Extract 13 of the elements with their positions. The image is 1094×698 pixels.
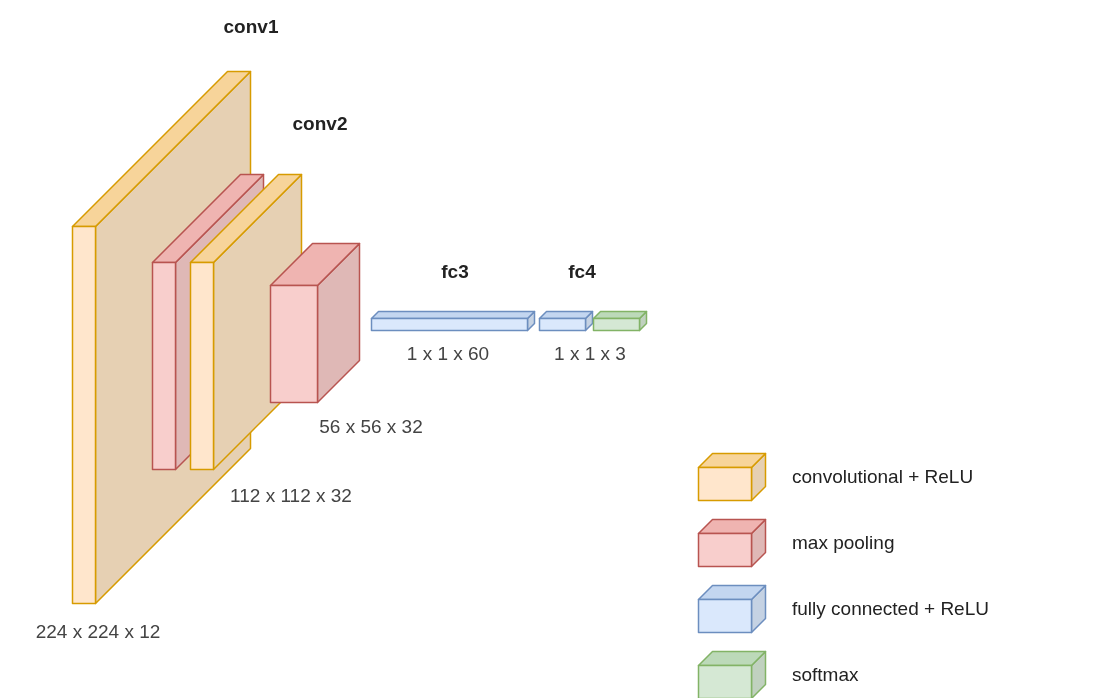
layer-name: fc4 [568, 261, 596, 283]
dimension-label: 224 x 224 x 12 [35, 621, 161, 643]
layer-name: conv2 [292, 113, 348, 135]
legend-label: softmax [792, 664, 859, 686]
layer-name: fc3 [441, 261, 469, 283]
legend-label: fully connected + ReLU [792, 598, 989, 620]
dimension-label: 56 x 56 x 32 [319, 416, 423, 438]
dimension-label: 1 x 1 x 3 [554, 343, 626, 365]
dimension-label: 112 x 112 x 32 [230, 485, 352, 507]
dimension-label: 1 x 1 x 60 [406, 343, 490, 365]
layer-name: conv1 [223, 16, 279, 38]
legend-label: convolutional + ReLU [792, 466, 974, 488]
legend-label: max pooling [792, 532, 895, 554]
